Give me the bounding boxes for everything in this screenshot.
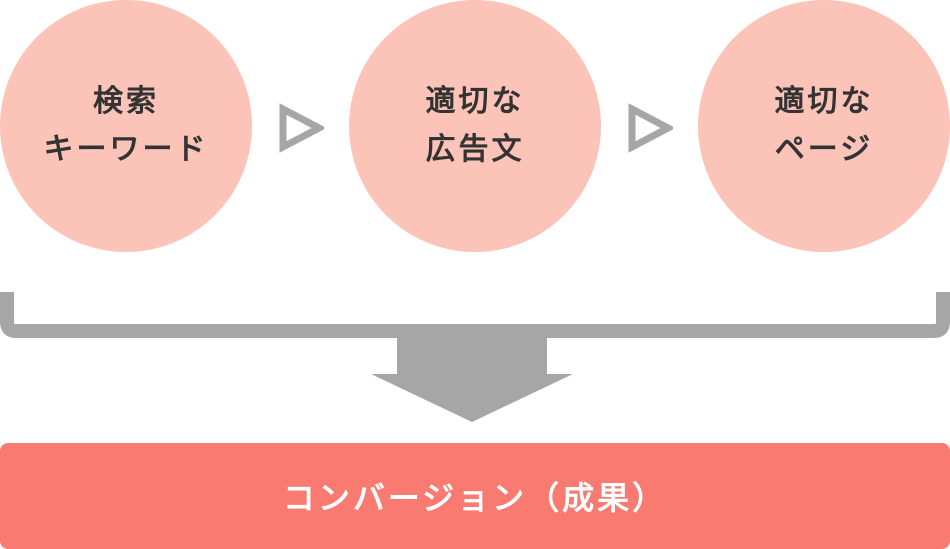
step-circle-landing-page: 適切な ページ	[698, 0, 950, 252]
merge-bracket	[0, 292, 950, 338]
step-label-line2: キーワード	[43, 132, 209, 167]
result-conversion-bar: コンバージョン（成果）	[0, 443, 950, 549]
arrow-down-icon	[371, 336, 573, 422]
step-label-line2: 広告文	[425, 132, 525, 167]
step-circle-search-keyword: 検索 キーワード	[0, 0, 252, 252]
step-label-line1: 検索	[93, 84, 159, 119]
step-label-line1: 適切な	[425, 84, 525, 119]
triangle-outline-right-icon	[279, 103, 324, 153]
triangle-outline-right-icon	[628, 103, 673, 153]
step-label-line2: ページ	[774, 132, 874, 167]
result-label: コンバージョン（成果）	[282, 479, 668, 517]
step-label-line1: 適切な	[774, 84, 874, 119]
step-circle-ad-text: 適切な 広告文	[349, 0, 601, 252]
